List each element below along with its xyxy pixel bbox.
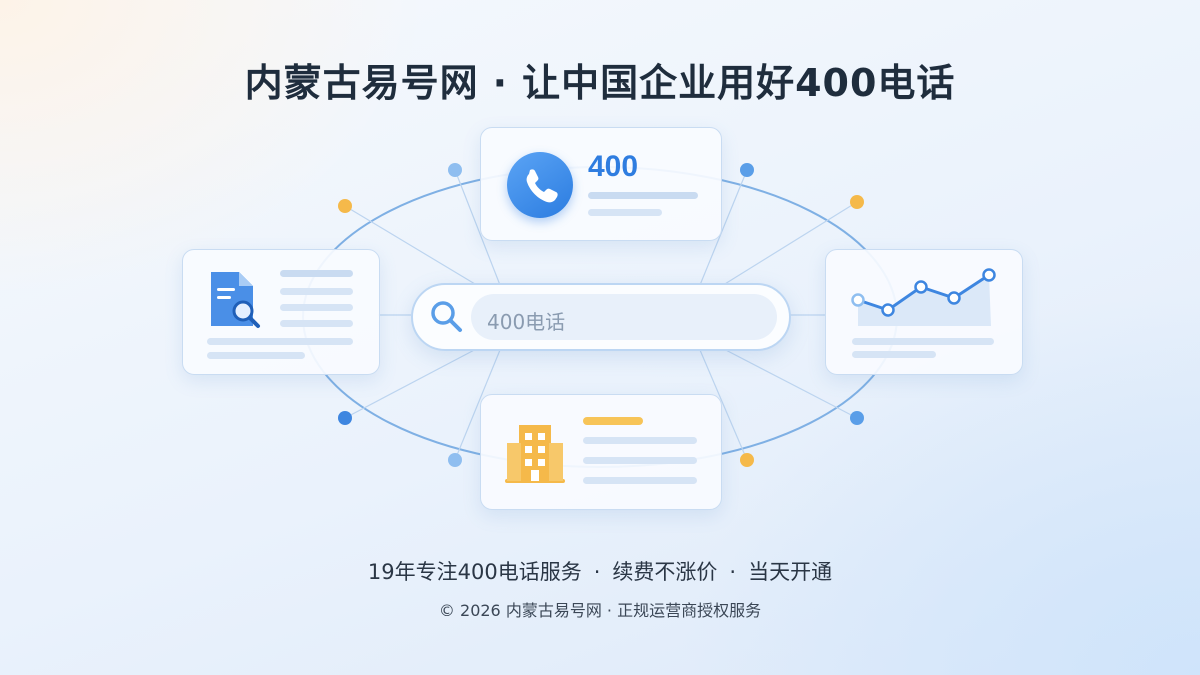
building-card (480, 394, 722, 510)
brand-name: 内蒙古易号网 (244, 61, 479, 105)
node-dot (338, 199, 352, 213)
document-search-icon (211, 272, 260, 328)
text-line-placeholder (852, 351, 936, 358)
text-line-placeholder (280, 288, 353, 295)
text-line-placeholder (583, 457, 697, 464)
building-icon (505, 425, 565, 483)
text-line-placeholder (207, 338, 353, 345)
phone-number-prefix: 400 (588, 150, 639, 183)
text-line-placeholder (583, 437, 697, 444)
line-chart-icon (851, 268, 996, 326)
text-line-placeholder (583, 417, 643, 425)
orbit-nodes (338, 163, 864, 467)
text-line-placeholder (207, 352, 305, 359)
node-dot (850, 411, 864, 425)
node-dot (448, 453, 462, 467)
text-line-placeholder (583, 477, 697, 484)
page-title: 内蒙古易号网 · 让中国企业用好400电话 (0, 52, 1200, 107)
node-dot (740, 163, 754, 177)
search-input[interactable]: 400电话 (471, 294, 777, 340)
text-line-placeholder (280, 270, 353, 277)
tagline: 19年专注400电话服务 · 续费不涨价 · 当天开通 (0, 556, 1200, 586)
text-line-placeholder (280, 304, 353, 311)
node-dot (850, 195, 864, 209)
text-line-placeholder (852, 338, 994, 345)
copyright-footer: © 2026 内蒙古易号网 · 正规运营商授权服务 (438, 601, 762, 620)
tagline-separator: · (593, 560, 601, 584)
node-dot (338, 411, 352, 425)
search-placeholder: 400电话 (487, 310, 566, 334)
slogan: 让中国企业用好400电话 (522, 61, 956, 105)
text-line-placeholder (280, 320, 353, 327)
text-line-placeholder (588, 192, 698, 199)
search-icon (431, 301, 462, 332)
search-bar[interactable]: 400电话 (411, 283, 791, 351)
phone-card: 400 (480, 127, 722, 241)
phone-icon (507, 152, 573, 218)
tagline-item: 续费不涨价 (612, 560, 718, 584)
tagline-item: 当天开通 (748, 560, 833, 584)
chart-card (825, 249, 1023, 375)
node-dot (448, 163, 462, 177)
title-separator: · (492, 61, 509, 105)
tagline-separator: · (729, 560, 737, 584)
document-card (182, 249, 380, 375)
node-dot (740, 453, 754, 467)
tagline-item: 19年专注400电话服务 (367, 560, 582, 584)
text-line-placeholder (588, 209, 662, 216)
connector-lines (344, 169, 858, 461)
